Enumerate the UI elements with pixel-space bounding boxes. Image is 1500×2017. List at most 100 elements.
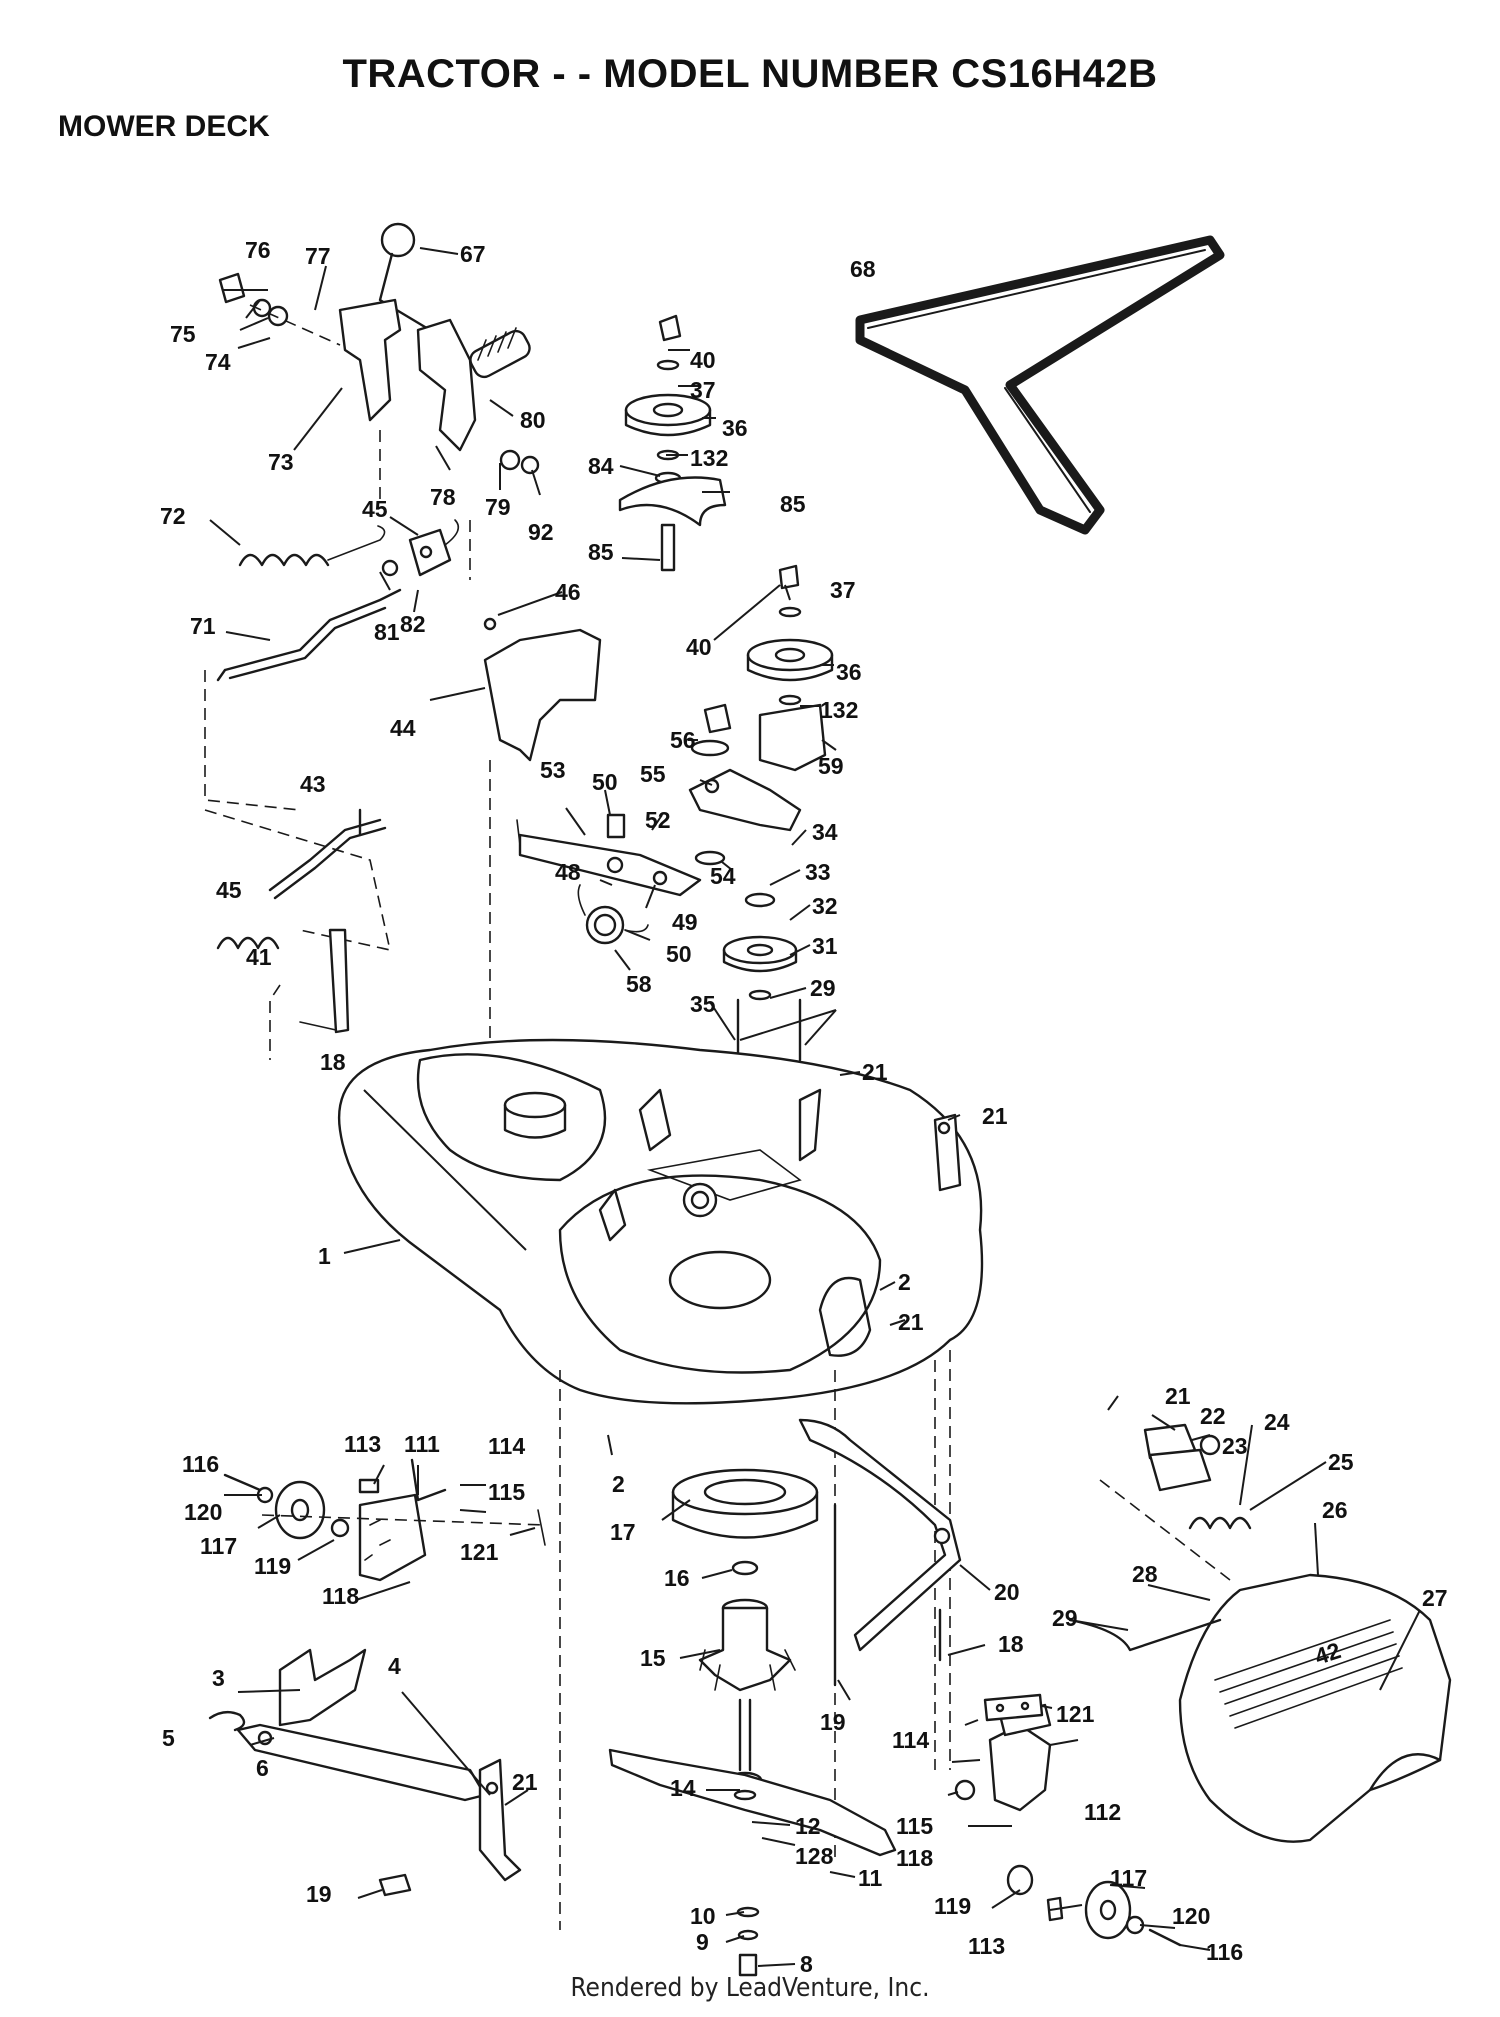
label-1: 1 <box>318 1243 331 1269</box>
label-10: 10 <box>690 1903 716 1929</box>
label-18b: 19 <box>820 1709 846 1735</box>
label-92: 92 <box>528 519 554 545</box>
label-21e: 21 <box>512 1769 538 1795</box>
bracket-82 <box>381 519 460 577</box>
label-71: 71 <box>190 613 216 639</box>
label-115b: 115 <box>896 1813 933 1839</box>
label-44: 44 <box>390 715 416 741</box>
hairpin-5 <box>208 1710 246 1732</box>
label-33: 33 <box>805 859 831 885</box>
label-119b: 119 <box>934 1893 971 1919</box>
label-40b: 40 <box>686 634 712 660</box>
label-2b: 2 <box>612 1471 625 1497</box>
label-46: 46 <box>555 579 581 605</box>
idler-pulley-31 <box>722 892 798 1001</box>
label-75: 75 <box>170 321 196 347</box>
label-119a: 119 <box>254 1553 291 1579</box>
page-title: TRACTOR - - MODEL NUMBER CS16H42B <box>342 52 1158 96</box>
label-37b: 37 <box>830 577 856 603</box>
label-25: 25 <box>1328 1449 1354 1475</box>
belt-cover-44 <box>483 617 602 1120</box>
rod-20 <box>798 1418 962 1652</box>
bolt-19 <box>378 1873 412 1897</box>
label-43: 43 <box>300 771 326 797</box>
lift-rod-71 <box>204 588 402 811</box>
label-36b: 36 <box>836 659 862 685</box>
label-51: 52 <box>645 807 671 833</box>
label-13: 14 <box>670 1775 696 1801</box>
label-37: 37 <box>690 377 716 403</box>
label-40: 40 <box>690 347 716 373</box>
label-116a: 116 <box>182 1451 219 1477</box>
spring-72 <box>238 525 386 567</box>
part-labels: 67 68 76 77 75 74 73 78 79 92 80 40 37 3… <box>160 237 1448 1977</box>
washer-54 <box>694 850 726 866</box>
label-52: 50 <box>592 769 618 795</box>
label-79: 79 <box>485 494 511 520</box>
label-118a: 118 <box>322 1583 359 1609</box>
label-21c: 21 <box>898 1309 924 1335</box>
label-45b: 45 <box>216 877 242 903</box>
mower-deck-1 <box>337 1038 984 1405</box>
label-113b: 113 <box>968 1933 1005 1959</box>
label-121b: 121 <box>1056 1701 1095 1727</box>
label-68: 68 <box>850 256 876 282</box>
bracket-21-right <box>933 1113 962 1192</box>
label-121a: 121 <box>460 1539 499 1565</box>
label-3: 3 <box>212 1665 225 1691</box>
label-20: 20 <box>994 1579 1020 1605</box>
label-78: 78 <box>430 484 456 510</box>
washer-56 <box>690 739 730 757</box>
label-22: 22 <box>1200 1403 1226 1429</box>
label-31: 31 <box>812 933 838 959</box>
plate-121 <box>983 1693 1044 1722</box>
idler-bracket-left <box>223 1458 546 1582</box>
label-132: 132 <box>690 445 728 471</box>
pulley-36-upper <box>618 314 727 572</box>
plate-55 <box>688 768 802 832</box>
discharge-chute-27: 42 <box>1178 1573 1452 1843</box>
label-30: 29 <box>810 975 836 1001</box>
label-73: 73 <box>268 449 294 475</box>
bolt-52 <box>606 813 626 839</box>
label-11: 11 <box>858 1865 883 1891</box>
label-34: 34 <box>812 819 838 845</box>
label-45a: 45 <box>362 496 388 522</box>
label-120a: 120 <box>184 1499 222 1525</box>
label-27: 27 <box>1422 1585 1448 1611</box>
label-132b: 132 <box>820 697 858 723</box>
label-6: 6 <box>256 1755 269 1781</box>
label-41: 41 <box>246 944 272 970</box>
label-112: 112 <box>1084 1799 1121 1825</box>
label-77: 77 <box>305 243 331 269</box>
bolts-18 <box>833 1503 942 1687</box>
label-115a: 115 <box>488 1479 525 1505</box>
label-117a: 117 <box>200 1533 237 1559</box>
label-18a: 18 <box>998 1631 1024 1657</box>
pulley-36-lower <box>746 564 834 772</box>
label-2a: 2 <box>898 1269 911 1295</box>
label-114a: 114 <box>488 1433 525 1459</box>
label-9: 9 <box>696 1929 709 1955</box>
label-111: 111 <box>404 1431 440 1457</box>
spring-25 <box>1188 1516 1252 1530</box>
label-117b: 117 <box>1110 1865 1147 1891</box>
label-128: 128 <box>795 1843 834 1869</box>
label-81: 81 <box>374 619 400 645</box>
label-19: 19 <box>306 1881 332 1907</box>
label-12: 12 <box>795 1813 821 1839</box>
label-36: 36 <box>722 415 748 441</box>
label-21a: 21 <box>862 1059 888 1085</box>
idler-arm-53 <box>516 819 702 897</box>
footer-credit: Rendered by LeadVenture, Inc. <box>570 1973 930 2003</box>
label-8: 8 <box>800 1951 813 1977</box>
label-116b: 116 <box>1206 1939 1243 1965</box>
label-55: 55 <box>640 761 666 787</box>
label-58: 58 <box>626 971 652 997</box>
label-74: 74 <box>205 349 231 375</box>
label-32: 32 <box>812 893 838 919</box>
label-21d: 21 <box>1165 1383 1191 1409</box>
bracket-3 <box>278 1648 367 1727</box>
label-118b: 118 <box>896 1845 933 1871</box>
